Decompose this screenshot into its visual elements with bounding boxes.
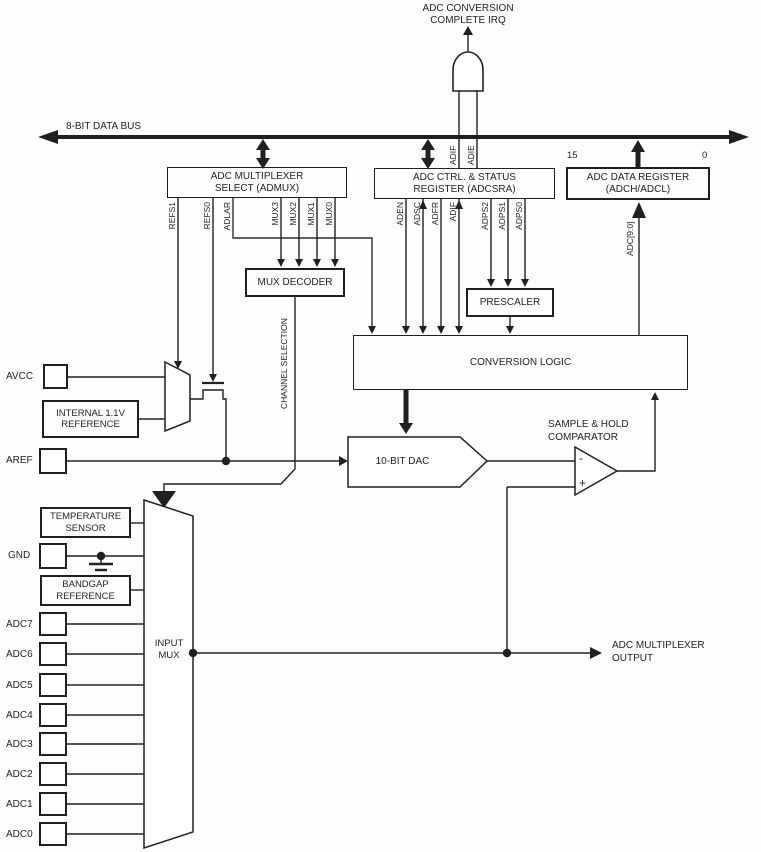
analog-input-wires bbox=[67, 522, 144, 835]
adc0-pad bbox=[39, 822, 67, 846]
avcc-pin-label: AVCC bbox=[6, 371, 34, 382]
comparator-plus-input: + bbox=[579, 476, 587, 490]
bit-label-adie-irq: ADIE bbox=[466, 145, 476, 165]
sample-hold-label: SAMPLE & HOLD COMPARATOR bbox=[548, 419, 629, 443]
irq-label: ADC CONVERSION COMPLETE IRQ bbox=[422, 3, 514, 26]
dac-label: 10-BIT DAC bbox=[375, 456, 430, 467]
avcc-pad bbox=[43, 364, 68, 389]
adc6-pin-label: ADC6 bbox=[6, 649, 33, 660]
bit-label-adfr: ADFR bbox=[430, 202, 440, 225]
reference-mux-shape bbox=[164, 360, 191, 433]
adc3-pad bbox=[39, 732, 67, 756]
bit-label-aden: ADEN bbox=[395, 202, 405, 226]
and-gate-icon bbox=[452, 26, 484, 92]
bit-label-adps0: ADPS0 bbox=[514, 202, 524, 230]
bit-label-mux3: MUX3 bbox=[270, 202, 280, 226]
adcsra-register-box: ADC CTRL. & STATUS REGISTER (ADCSRA) bbox=[374, 168, 555, 199]
bus-left-arrowhead bbox=[38, 130, 58, 144]
bit-label-adlar: ADLAR bbox=[222, 202, 232, 230]
aref-pin-label: AREF bbox=[6, 455, 33, 466]
aref-pad bbox=[39, 448, 67, 474]
adc-mux-output-label: ADC MULTIPLEXER OUTPUT bbox=[612, 640, 705, 664]
adc1-pin-label: ADC1 bbox=[6, 799, 33, 810]
adc4-pin-label: ADC4 bbox=[6, 710, 33, 721]
admux-bit-wires bbox=[174, 198, 376, 382]
data-bus-line bbox=[38, 130, 749, 144]
adc7-pin-label: ADC7 bbox=[6, 619, 33, 630]
mux-output-wire bbox=[188, 647, 602, 659]
dac-shape bbox=[347, 436, 489, 488]
admux-bus-tap bbox=[256, 139, 270, 169]
bit-label-adif-irq: ADIF bbox=[448, 146, 458, 165]
adc4-pad bbox=[39, 703, 67, 727]
adc7-pad bbox=[39, 612, 67, 636]
bit-label-adsc: ADSC bbox=[412, 202, 422, 226]
internal-reference-box: INTERNAL 1.1V REFERENCE bbox=[42, 400, 139, 438]
channel-selection-label: CHANNEL SELECTION bbox=[279, 318, 289, 409]
data-register-bus-arrow bbox=[631, 140, 645, 167]
adc-result-wire bbox=[632, 202, 646, 335]
prescaler-box: PRESCALER bbox=[466, 288, 554, 317]
adc-result-label: ADC[9:0] bbox=[625, 222, 635, 257]
bit-label-refs0: REFS0 bbox=[202, 202, 212, 230]
temperature-sensor-box: TEMPERATURE SENSOR bbox=[40, 507, 131, 538]
adc2-pad bbox=[39, 762, 67, 786]
adc-data-register-box: ADC DATA REGISTER (ADCH/ADCL) bbox=[566, 167, 710, 200]
bit-label-mux2: MUX2 bbox=[288, 202, 298, 226]
bit-label-adps1: ADPS1 bbox=[497, 202, 507, 230]
gnd-pad bbox=[39, 543, 67, 569]
input-mux-shape bbox=[143, 498, 194, 850]
bit-label-refs1: REFS1 bbox=[167, 202, 177, 230]
admux-register-box: ADC MULTIPLEXER SELECT (ADMUX) bbox=[167, 167, 347, 198]
bus-right-arrowhead bbox=[729, 130, 749, 144]
adc6-pad bbox=[39, 642, 67, 666]
adcsra-bit-wires bbox=[402, 199, 529, 334]
irq-arrowhead bbox=[463, 26, 473, 35]
ground-symbol-icon bbox=[89, 551, 113, 572]
mux-decoder-box: MUX DECODER bbox=[245, 268, 345, 297]
adcsra-bus-tap bbox=[421, 139, 435, 169]
gnd-pin-label: GND bbox=[8, 550, 31, 561]
data-register-lsb: 0 bbox=[702, 150, 708, 161]
conversion-to-dac-arrow bbox=[399, 390, 413, 434]
comparator-shape bbox=[487, 392, 659, 653]
pass-transistor-icon bbox=[190, 381, 227, 461]
reference-input-wires bbox=[67, 376, 348, 466]
conversion-logic-box: CONVERSION LOGIC bbox=[353, 335, 688, 390]
adc3-pin-label: ADC3 bbox=[6, 739, 33, 750]
data-register-msb: 15 bbox=[567, 150, 578, 161]
bit-label-adif: ADIF bbox=[448, 202, 458, 221]
irq-and-input-wires bbox=[458, 91, 478, 168]
adc2-pin-label: ADC2 bbox=[6, 769, 33, 780]
bandgap-reference-box: BANDGAP REFERENCE bbox=[40, 575, 131, 606]
prescaler-output-wire bbox=[506, 317, 514, 334]
bit-label-mux1: MUX1 bbox=[306, 202, 316, 226]
bit-label-adps2: ADPS2 bbox=[480, 202, 490, 230]
bit-label-mux0: MUX0 bbox=[324, 202, 334, 226]
input-mux-label: INPUT MUX bbox=[154, 638, 184, 661]
data-bus-label: 8-BIT DATA BUS bbox=[66, 121, 142, 132]
comparator-minus-input: - bbox=[579, 451, 583, 465]
adc5-pin-label: ADC5 bbox=[6, 680, 33, 691]
adc1-pad bbox=[39, 792, 67, 816]
adc5-pad bbox=[39, 673, 67, 697]
channel-selection-wire bbox=[152, 297, 296, 508]
adc0-pin-label: ADC0 bbox=[6, 829, 33, 840]
